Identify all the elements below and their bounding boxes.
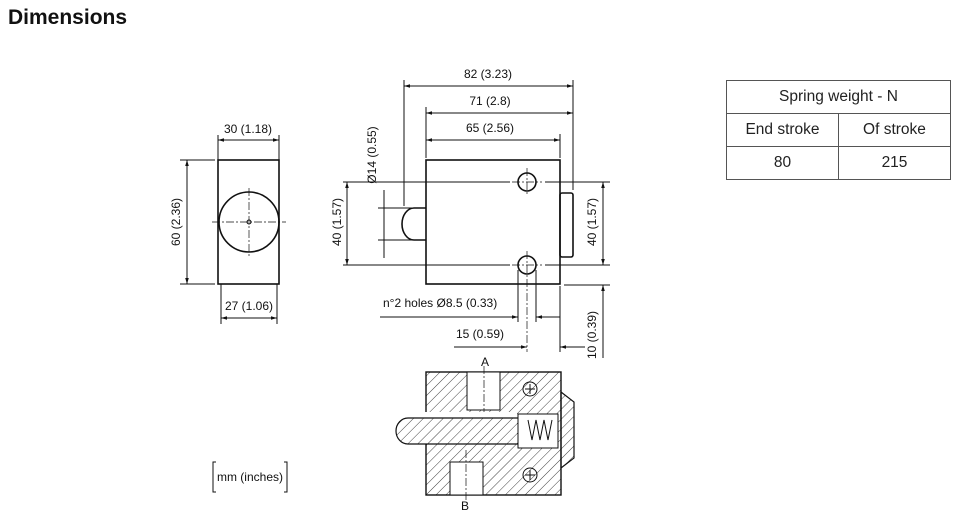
table-header: Spring weight - N bbox=[726, 80, 951, 114]
dim-height: 60 (2.36) bbox=[169, 198, 183, 246]
port-b-label: B bbox=[461, 499, 469, 513]
section-view: A B bbox=[395, 355, 575, 513]
side-view: 30 (1.18) 60 (2.36) 27 (1.06) bbox=[169, 122, 286, 324]
value-of-stroke: 215 bbox=[838, 146, 951, 180]
units-label: mm (inches) bbox=[217, 470, 283, 484]
value-end-stroke: 80 bbox=[726, 146, 839, 180]
column-end-stroke: End stroke bbox=[726, 113, 839, 147]
dim-hole-offset-x: 15 (0.59) bbox=[456, 327, 504, 341]
dim-pin-diameter: Ø14 (0.55) bbox=[365, 126, 379, 183]
section-title: Dimensions bbox=[8, 6, 128, 29]
dim-length-cap: 71 (2.8) bbox=[469, 94, 510, 108]
dim-holes: n°2 holes Ø8.5 (0.33) bbox=[383, 296, 497, 310]
port-a-label: A bbox=[481, 355, 489, 369]
dim-hole-spacing-left: 40 (1.57) bbox=[330, 198, 344, 246]
dim-overall: 82 (3.23) bbox=[464, 67, 512, 81]
dim-width-bottom: 27 (1.06) bbox=[225, 299, 273, 313]
dim-hole-offset-y: 10 (0.39) bbox=[585, 311, 599, 359]
dim-width-top: 30 (1.18) bbox=[224, 122, 272, 136]
spring-weight-table: Spring weight - N End stroke Of stroke 8… bbox=[726, 80, 951, 180]
front-view: 82 (3.23) 71 (2.8) 65 (2.56) Ø14 (0.55) … bbox=[330, 67, 610, 359]
column-of-stroke: Of stroke bbox=[838, 113, 951, 147]
units-note: mm (inches) bbox=[212, 461, 288, 493]
dim-hole-spacing-right: 40 (1.57) bbox=[585, 198, 599, 246]
dim-body-length: 65 (2.56) bbox=[466, 121, 514, 135]
